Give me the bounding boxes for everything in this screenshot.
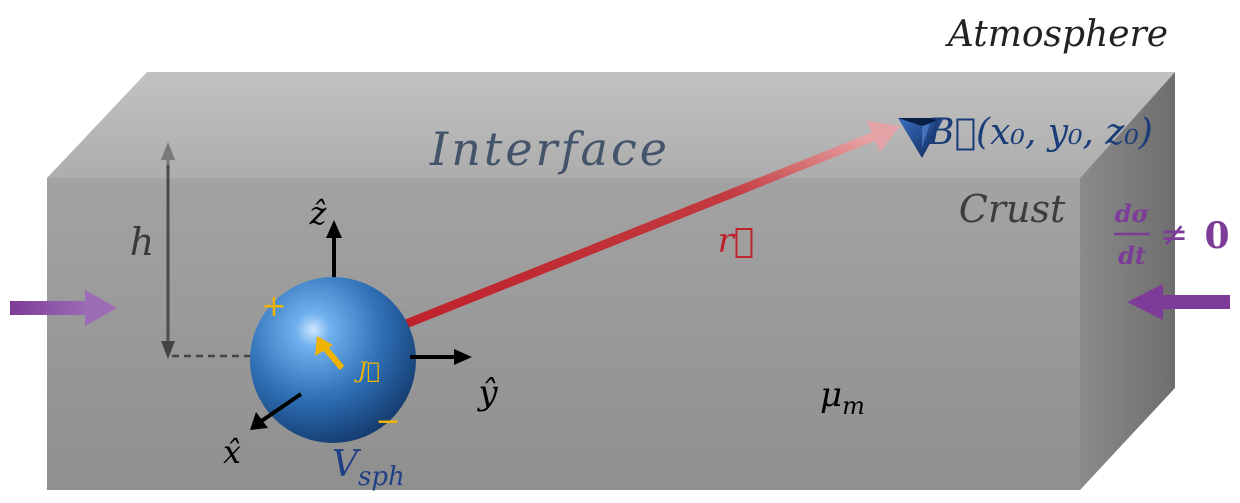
- interface-label: Interface: [429, 122, 670, 176]
- sphere-volume-subscript: sph: [358, 462, 405, 492]
- magnetic-field-label: B⃗(x₀, y₀, z₀): [927, 112, 1153, 153]
- permeability-label: μm: [820, 375, 865, 420]
- z-axis-label: ẑ: [309, 194, 328, 232]
- y-axis-label: ŷ: [476, 373, 498, 413]
- r-vector-arrow: [384, 121, 900, 337]
- y-axis-arrow: [410, 349, 472, 365]
- stress-rate-expression: dσ dt ≠ 0: [1114, 199, 1230, 270]
- j-vector-label: J⃗: [354, 359, 380, 384]
- atmosphere-label: Atmosphere: [945, 14, 1168, 55]
- minus-sign-label: −: [375, 404, 400, 439]
- crust-front-face: [47, 178, 1080, 490]
- stress-denominator: dt: [1118, 241, 1146, 270]
- stress-zero: 0: [1204, 215, 1229, 257]
- crust-label: Crust: [959, 187, 1066, 231]
- not-equal-sign: ≠: [1160, 215, 1189, 255]
- crust-side-face: [1080, 72, 1175, 490]
- compression-arrow-left: [10, 290, 117, 326]
- h-label: h: [130, 220, 154, 264]
- j-vector-arrow: [315, 336, 345, 370]
- magnetometer-sensor-icon: [898, 118, 944, 158]
- x-axis-arrow: [250, 392, 303, 430]
- stress-numerator: dσ: [1115, 199, 1150, 228]
- sphere-volume-label: Vsph: [332, 444, 405, 492]
- interface-top-face: [47, 72, 1175, 178]
- permeability-subscript: m: [842, 392, 865, 420]
- compression-arrow-right: [1127, 284, 1230, 320]
- r-vector-label: r⃗: [718, 221, 755, 261]
- x-axis-label: x̂: [223, 433, 241, 471]
- plus-sign-label: +: [261, 289, 286, 324]
- depth-marker: [161, 142, 252, 359]
